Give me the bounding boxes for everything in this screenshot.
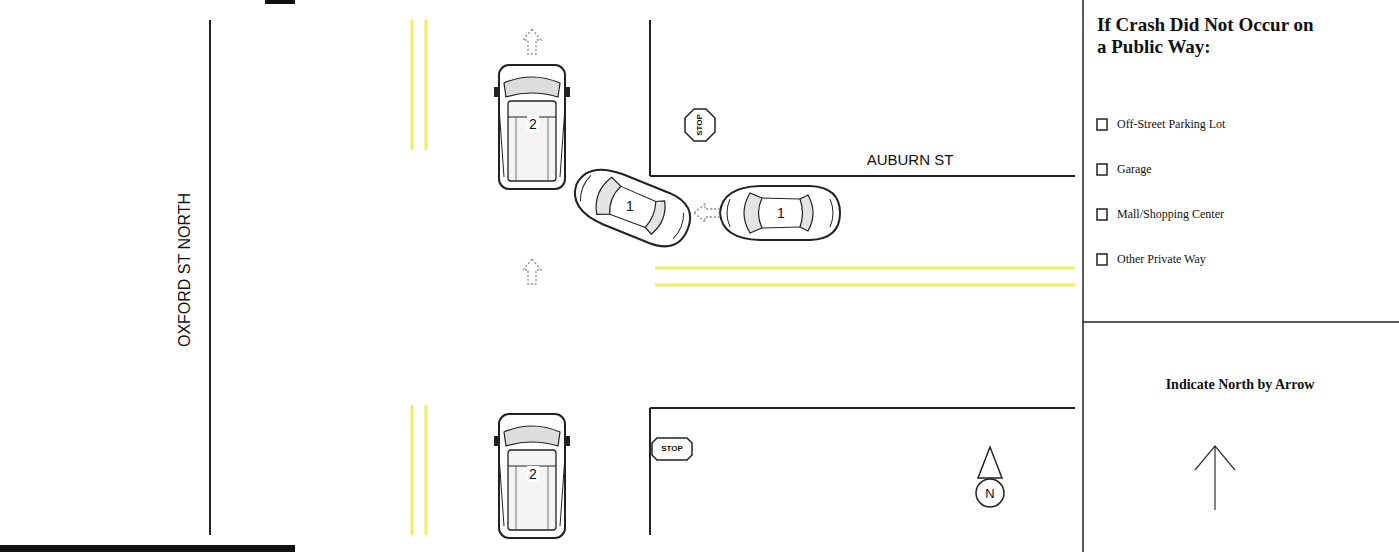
vehicle-number: 2 — [527, 466, 539, 482]
north-letter: N — [985, 487, 994, 502]
vehicle-number: 1 — [624, 198, 636, 214]
checkbox-option: Garage — [1117, 163, 1152, 177]
vehicle-number: 2 — [527, 116, 539, 132]
stop-sign-text: STOP — [661, 444, 683, 453]
north-instruction: Indicate North by Arrow — [1166, 377, 1315, 393]
panel-heading: If Crash Did Not Occur on a Public Way: — [1097, 14, 1327, 58]
stop-sign-text: STOP — [695, 114, 704, 136]
checkbox-option: Off-Street Parking Lot — [1117, 118, 1225, 132]
checkbox-option: Mall/Shopping Center — [1117, 208, 1224, 222]
checkbox-option: Other Private Way — [1117, 253, 1206, 267]
vehicle-number: 1 — [775, 205, 787, 221]
street-name: OXFORD ST NORTH — [176, 193, 194, 347]
street-name: AUBURN ST — [867, 151, 954, 168]
